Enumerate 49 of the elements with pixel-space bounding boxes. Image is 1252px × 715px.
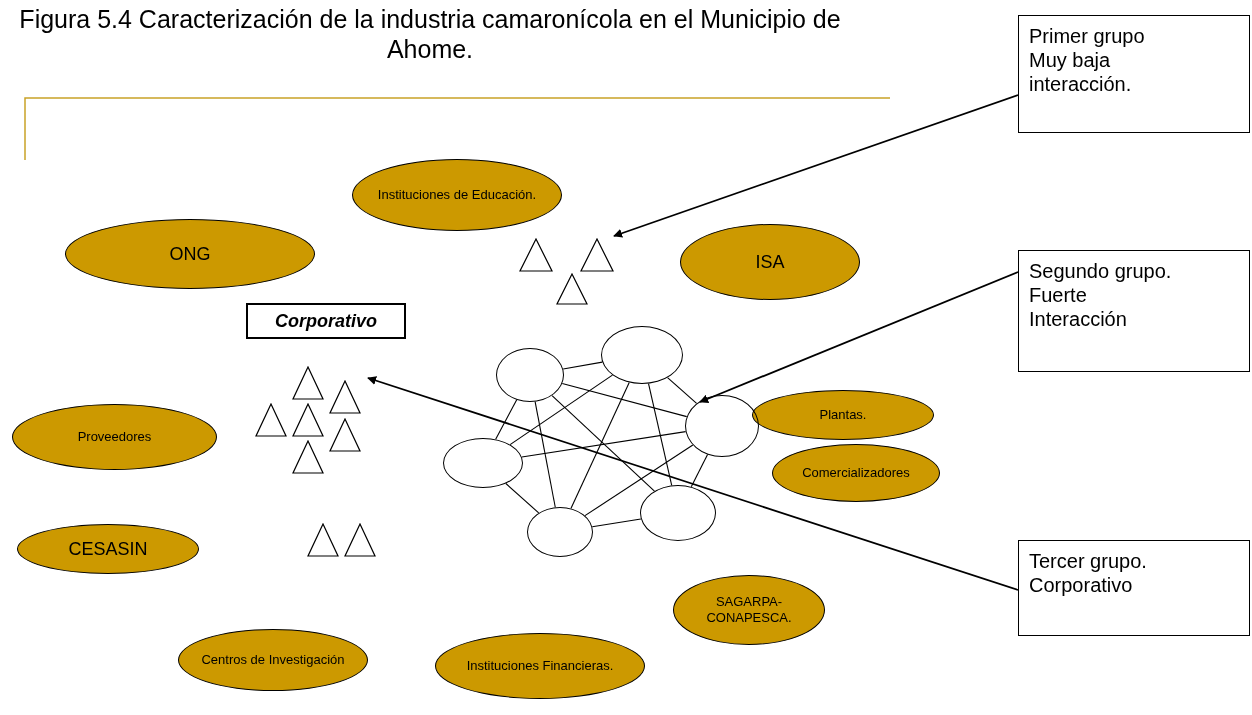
- actor-ellipse: Proveedores: [12, 404, 217, 470]
- connector-line: [584, 444, 694, 517]
- connector-line: [690, 454, 709, 488]
- callout-box: [1018, 540, 1250, 636]
- actor-ellipse: Instituciones Financieras.: [435, 633, 645, 699]
- connector-line: [591, 518, 642, 528]
- triangle-icon: [519, 238, 553, 272]
- actor-ellipse: Centros de Investigación: [178, 629, 368, 691]
- actor-ellipse: Plantas.: [752, 390, 934, 440]
- callout-text: Fuerte Interacción: [1029, 283, 1128, 331]
- arrow: [613, 94, 1019, 238]
- actor-ellipse: ISA: [680, 224, 860, 300]
- connector-line: [562, 361, 603, 370]
- figure-title: Figura 5.4 Caracterización de la industria camaronícola en el Municipio de Ahome.: [18, 4, 842, 64]
- connector-line: [570, 382, 630, 509]
- connector-line: [509, 374, 613, 446]
- triangle-icon: [556, 273, 588, 305]
- callout-heading: Tercer grupo.: [1029, 549, 1147, 573]
- actor-ellipse: Instituciones de Educación.: [352, 159, 562, 231]
- triangle-icon: [292, 366, 324, 400]
- arrow: [367, 376, 1019, 591]
- connector-line: [647, 383, 673, 486]
- actor-ellipse: SAGARPA-CONAPESCA.: [673, 575, 825, 645]
- triangle-icon: [329, 418, 361, 452]
- connector-line: [667, 377, 698, 404]
- triangle-icon: [580, 238, 614, 272]
- callout-text: Corporativo: [1029, 573, 1133, 597]
- arrow: [699, 271, 1019, 404]
- triangle-icon: [292, 403, 324, 437]
- triangle-icon: [329, 380, 361, 414]
- callout-box: [1018, 15, 1250, 133]
- actor-ellipse: CESASIN: [17, 524, 199, 574]
- triangle-icon: [292, 440, 324, 474]
- callout-box: [1018, 250, 1250, 372]
- connector-line: [495, 399, 518, 440]
- connector-line: [561, 383, 688, 418]
- actor-ellipse: Comercializadores: [772, 444, 940, 502]
- triangle-icon: [255, 403, 287, 437]
- actor-ellipse: ONG: [65, 219, 315, 289]
- callout-heading: Primer grupo: [1029, 24, 1145, 48]
- group-label-box: Corporativo: [246, 303, 406, 339]
- callout-heading: Segundo grupo.: [1029, 259, 1172, 283]
- connector-line: [505, 482, 540, 514]
- triangle-icon: [307, 523, 339, 557]
- connector-line: [534, 401, 556, 508]
- connector-line: [551, 395, 655, 492]
- callout-text: Muy baja interacción.: [1029, 48, 1133, 96]
- triangle-icon: [344, 523, 376, 557]
- connector-line: [521, 431, 687, 458]
